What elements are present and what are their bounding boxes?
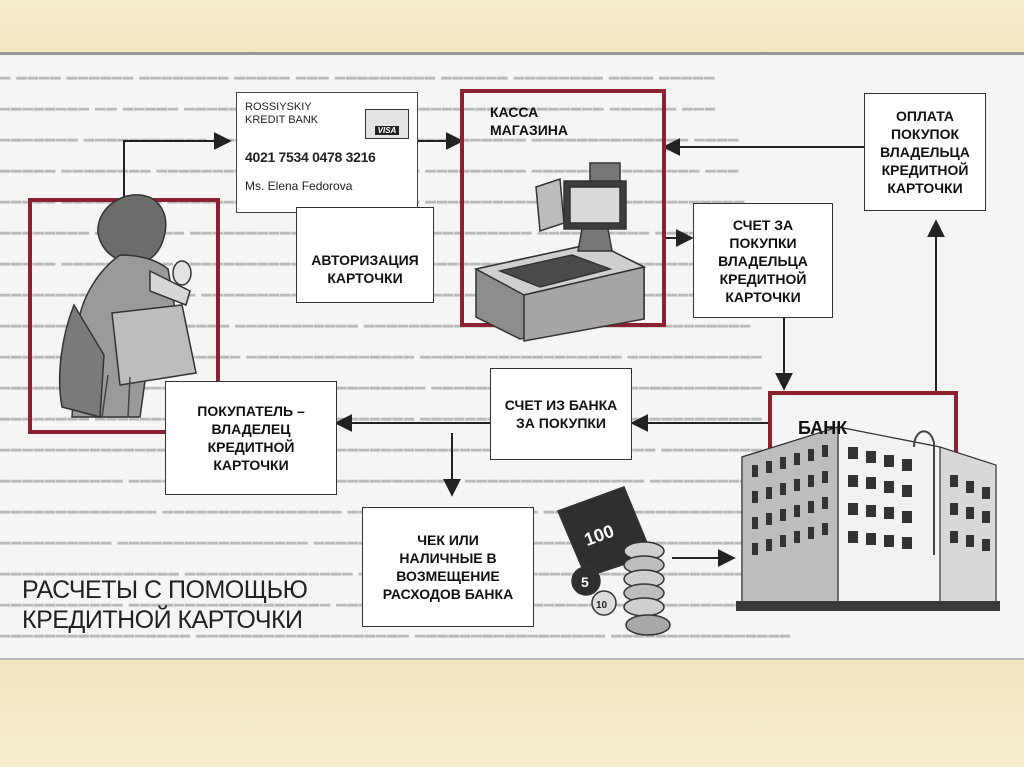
credit-card: ROSSIYSKIY KREDIT BANK VISA 4021 7534 04… <box>236 92 418 213</box>
bank-windows <box>752 445 990 555</box>
coin-5-value: 5 <box>581 574 589 590</box>
store-register-label: КАССА МАГАЗИНА <box>490 104 568 138</box>
bank-invoice-label: СЧЕТ ИЗ БАНКА ЗА ПОКУПКИ <box>504 397 618 431</box>
card-bank-line2: KREDIT BANK <box>245 114 319 126</box>
diagram-sheet: ━ ━━━━ ━━━━━━ ━━━━━━━━ ━━━━━ ━━━ ━━━━━━━… <box>0 52 1024 660</box>
card-holder: Ms. Elena Fedorova <box>245 179 353 193</box>
authorization-label: АВТОРИЗАЦИЯ КАРТОЧКИ <box>311 252 419 286</box>
card-bank-line1: ROSSIYSKIY <box>245 101 312 113</box>
top-margin <box>0 0 1024 52</box>
payment-label: ОПЛАТА ПОКУПОК ВЛАДЕЛЬЦА КРЕДИТНОЙ КАРТО… <box>880 108 970 196</box>
visa-logo-text: VISA <box>374 126 400 135</box>
flow-connectors: 100 5 10 <box>28 89 1000 636</box>
check-cash-box: ЧЕК ИЛИ НАЛИЧНЫЕ В ВОЗМЕЩЕНИЕ РАСХОДОВ Б… <box>362 507 534 627</box>
bank-invoice-box: СЧЕТ ИЗ БАНКА ЗА ПОКУПКИ <box>490 368 632 460</box>
bank-base <box>736 601 1000 611</box>
payment-box: ОПЛАТА ПОКУПОК ВЛАДЕЛЬЦА КРЕДИТНОЙ КАРТО… <box>864 93 986 211</box>
cash-register-illustration <box>473 162 647 342</box>
buyer-box: ПОКУПАТЕЛЬ – ВЛАДЕЛЕЦ КРЕДИТНОЙ КАРТОЧКИ <box>165 381 337 495</box>
buyer-label: ПОКУПАТЕЛЬ – ВЛАДЕЛЕЦ КРЕДИТНОЙ КАРТОЧКИ <box>197 403 305 473</box>
arrow-buyer-to-card <box>123 132 232 200</box>
money-illustration: 100 5 10 <box>557 486 671 636</box>
check-cash-label: ЧЕК ИЛИ НАЛИЧНЫЕ В ВОЗМЕЩЕНИЕ РАСХОДОВ Б… <box>382 532 514 602</box>
visa-logo: VISA <box>365 109 409 139</box>
bank-label: БАНК <box>798 418 848 438</box>
coin-10-value: 10 <box>596 600 608 611</box>
store-invoice-label: СЧЕТ ЗА ПОКУПКИ ВЛАДЕЛЬЦА КРЕДИТНОЙ КАРТ… <box>718 216 808 305</box>
diagram-title-text: РАСЧЕТЫ С ПОМОЩЬЮ КРЕДИТНОЙ КАРТОЧКИ <box>22 576 308 634</box>
store-invoice-box: СЧЕТ ЗА ПОКУПКИ ВЛАДЕЛЬЦА КРЕДИТНОЙ КАРТ… <box>693 203 833 318</box>
card-number: 4021 7534 0478 3216 <box>245 149 376 165</box>
authorization-box: АВТОРИЗАЦИЯ КАРТОЧКИ <box>296 207 434 303</box>
diagram-title: РАСЧЕТЫ С ПОМОЩЬЮ КРЕДИТНОЙ КАРТОЧКИ <box>22 575 312 635</box>
buyer-illustration <box>58 194 197 418</box>
bottom-margin <box>0 660 1024 767</box>
